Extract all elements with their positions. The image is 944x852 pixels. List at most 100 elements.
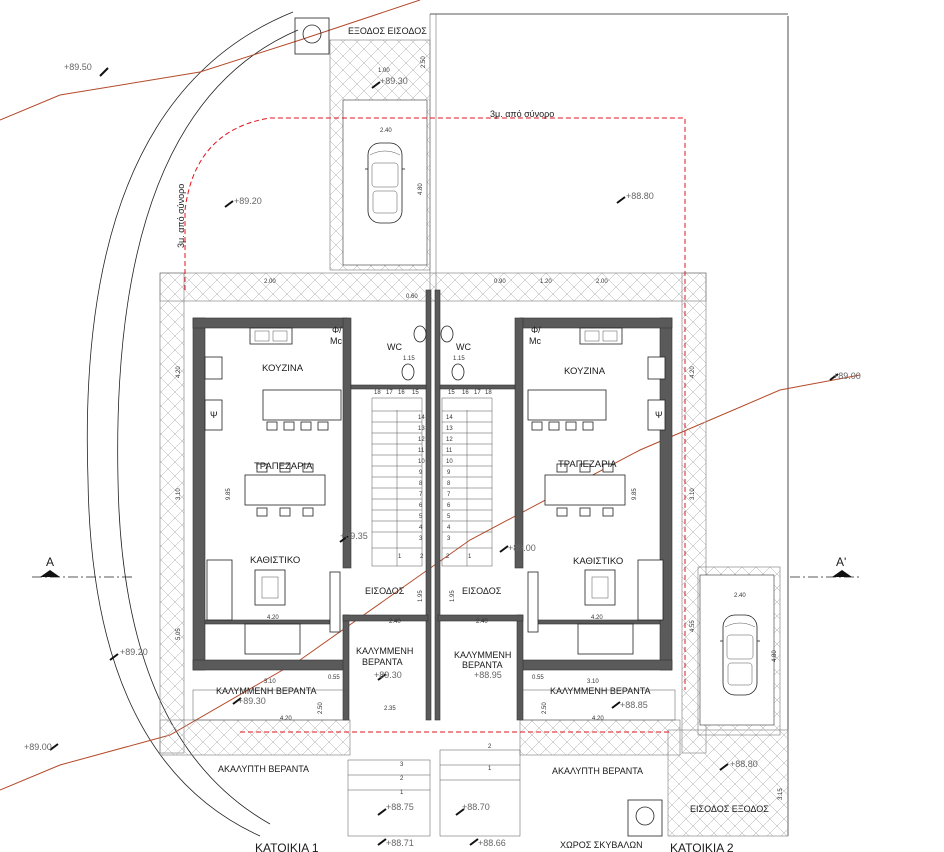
level-label: +89.30 [380, 76, 408, 86]
dim-455: 4.55 [690, 620, 696, 632]
dim-195-l: 1.95 [418, 590, 424, 602]
dim-090: 0.90 [494, 279, 506, 285]
svg-text:2: 2 [420, 554, 424, 560]
dim-195-r: 1.95 [450, 590, 456, 602]
entrances-top-label: ΕΞΟΔΟΣ ΕΙΣΟΔΟΣ [348, 26, 427, 36]
dim-250-r: 2.50 [542, 702, 548, 714]
dim-420-lb: 4.20 [280, 716, 292, 722]
level-label: +88.85 [620, 700, 648, 710]
svg-text:18: 18 [374, 390, 381, 396]
level-label: +89.00 [24, 742, 52, 752]
svg-text:14: 14 [418, 415, 425, 421]
covered-veranda-left-1: ΚΑΛΥΜΜΕΝΗ [356, 646, 413, 656]
level-markers [49, 67, 839, 846]
svg-text:15: 15 [448, 390, 455, 396]
dim-060: 0.60 [406, 294, 418, 300]
level-label: +88.80 [626, 191, 654, 201]
manhole-bottom [627, 799, 663, 837]
dining-label-left: ΤΡΑΠΕΖΑΡΙΑ [254, 461, 313, 472]
wc-label-right: WC [456, 342, 471, 352]
dim-250-l: 2.50 [318, 702, 324, 714]
dim-420-r: 4.20 [591, 615, 603, 621]
svg-text:10: 10 [446, 459, 453, 465]
wc-fixtures [401, 325, 465, 381]
svg-text:8: 8 [447, 481, 451, 487]
terrain-profile-line [0, 0, 421, 121]
covered-veranda-right-2: ΒΕΡΑΝΤΑ [462, 660, 503, 670]
setback-label-horizontal: 3μ. από σύνορο [490, 109, 554, 119]
fm-right-top: Φ/ [531, 325, 541, 335]
dim-985-r: 9.85 [632, 488, 638, 500]
level-label: +89.00 [508, 543, 536, 553]
svg-text:17: 17 [474, 390, 481, 396]
stairs-right [441, 397, 493, 567]
svg-text:7: 7 [447, 492, 451, 498]
level-label: +89.30 [238, 696, 266, 706]
level-label: +89.35 [340, 531, 368, 541]
dim-car-length-right: 4.80 [772, 650, 778, 662]
dim-985-l: 9.85 [226, 488, 232, 500]
svg-text:14: 14 [446, 415, 453, 421]
svg-text:6: 6 [447, 503, 451, 509]
dim-car-width-right: 2.40 [734, 593, 746, 599]
entrances-bottom-label: ΕΙΣΟΔΟΣ ΕΞΟΔΟΣ [690, 804, 769, 814]
svg-text:4: 4 [419, 525, 423, 531]
dim-240-r: 2.40 [476, 619, 488, 625]
living-label-left: ΚΑΘΙΣΤΙΚΟ [250, 555, 300, 566]
svg-text:11: 11 [418, 448, 425, 454]
stairs-left [371, 397, 423, 567]
dim-100: 1.00 [378, 68, 390, 74]
dim-310-vl: 3.10 [176, 488, 182, 500]
svg-text:9: 9 [447, 470, 451, 476]
svg-text:9: 9 [419, 470, 423, 476]
svg-text:12: 12 [446, 437, 453, 443]
level-label: +88.66 [478, 838, 506, 848]
svg-text:1: 1 [468, 554, 472, 560]
car-right [719, 614, 761, 696]
svg-text:5: 5 [447, 514, 451, 520]
dim-310-r: 3.10 [587, 679, 599, 685]
kitchen-label-left: ΚΟΥΖΙΝΑ [262, 363, 304, 374]
dim-235: 2.35 [384, 706, 396, 712]
dim-420-vr: 4.20 [690, 366, 696, 378]
svg-text:4: 4 [447, 525, 451, 531]
living-label-right: ΚΑΘΙΣΤΙΚΟ [573, 556, 623, 567]
manhole-top [294, 17, 330, 55]
svg-text:17: 17 [386, 390, 393, 396]
house-right-label: ΚΑΤΟΙΚΙΑ 2 [670, 841, 734, 852]
svg-text:3: 3 [400, 762, 404, 768]
psi-left: Ψ [210, 410, 218, 420]
svg-text:3: 3 [447, 536, 451, 542]
svg-text:15: 15 [412, 390, 419, 396]
open-veranda-left: ΑΚΑΛΥΠΤΗ ΒΕΡΑΝΤΑ [218, 764, 309, 774]
open-veranda-right: ΑΚΑΛΥΠΤΗ ΒΕΡΑΝΤΑ [552, 766, 643, 776]
level-label: +89.30 [374, 670, 402, 680]
section-label-right: A' [836, 555, 846, 569]
dim-200-l: 2.00 [264, 279, 276, 285]
dim-250: 2.50 [421, 56, 427, 68]
covered-veranda-left-2: ΒΕΡΑΝΤΑ [362, 657, 403, 667]
dim-315: 3.15 [778, 788, 784, 800]
svg-text:13: 13 [446, 426, 453, 432]
svg-text:1: 1 [398, 554, 402, 560]
furniture-right [527, 327, 666, 655]
wc-label-left: WC [387, 342, 402, 352]
car-left [364, 142, 406, 224]
dim-200-r: 2.00 [596, 279, 608, 285]
dim-240-l: 2.40 [389, 619, 401, 625]
stair-numbers-right: 14 13 12 11 10 9 8 7 6 5 4 3 2 1 15 16 1… [446, 390, 492, 560]
svg-text:13: 13 [418, 426, 425, 432]
svg-text:5: 5 [419, 514, 423, 520]
setback-label-vertical: 3μ. από σύνορο [176, 184, 186, 248]
house-left-label: ΚΑΤΟΙΚΙΑ 1 [255, 841, 319, 852]
fm-left-top: Φ/ [332, 325, 342, 335]
psi-right: Ψ [655, 410, 663, 420]
terrain-profile-line-2 [0, 374, 861, 791]
svg-text:1: 1 [488, 766, 492, 772]
level-label: +88.75 [386, 802, 414, 812]
svg-text:16: 16 [462, 390, 469, 396]
dining-label-right: ΤΡΑΠΕΖΑΡΙΑ [558, 459, 617, 470]
dim-115-l: 1.15 [403, 356, 415, 362]
